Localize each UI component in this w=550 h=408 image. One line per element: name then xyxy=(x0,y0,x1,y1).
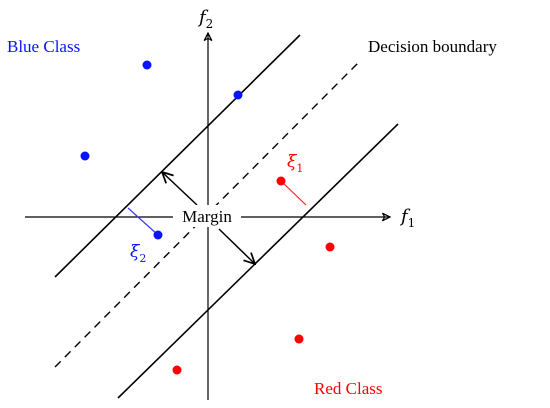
blue-class-label: Blue Class xyxy=(7,37,80,56)
red-point xyxy=(325,242,335,252)
xi1-label: ξ1 xyxy=(287,152,303,175)
red-class-label: Red Class xyxy=(314,379,382,398)
slack-xi2-line xyxy=(127,207,159,236)
red-point xyxy=(172,365,182,375)
y-axis-label: f2 xyxy=(197,7,213,31)
margin-label: Margin xyxy=(182,207,232,226)
blue-point xyxy=(153,230,163,240)
lower-margin-line xyxy=(117,123,399,399)
blue-point xyxy=(142,60,152,70)
x-axis-label: f1 xyxy=(399,206,415,230)
margin-arrow-upper xyxy=(162,172,198,206)
red-point xyxy=(294,334,304,344)
upper-margin-line xyxy=(54,34,301,278)
blue-point xyxy=(233,90,243,100)
blue-point xyxy=(80,151,90,161)
margin-label-bg xyxy=(173,205,241,227)
decision-boundary-label: Decision boundary xyxy=(368,37,497,56)
xi2-label: ξ2 xyxy=(130,242,146,265)
slack-xi1-line xyxy=(280,180,307,206)
margin-arrow-lower xyxy=(218,228,255,264)
red-point xyxy=(276,176,286,186)
